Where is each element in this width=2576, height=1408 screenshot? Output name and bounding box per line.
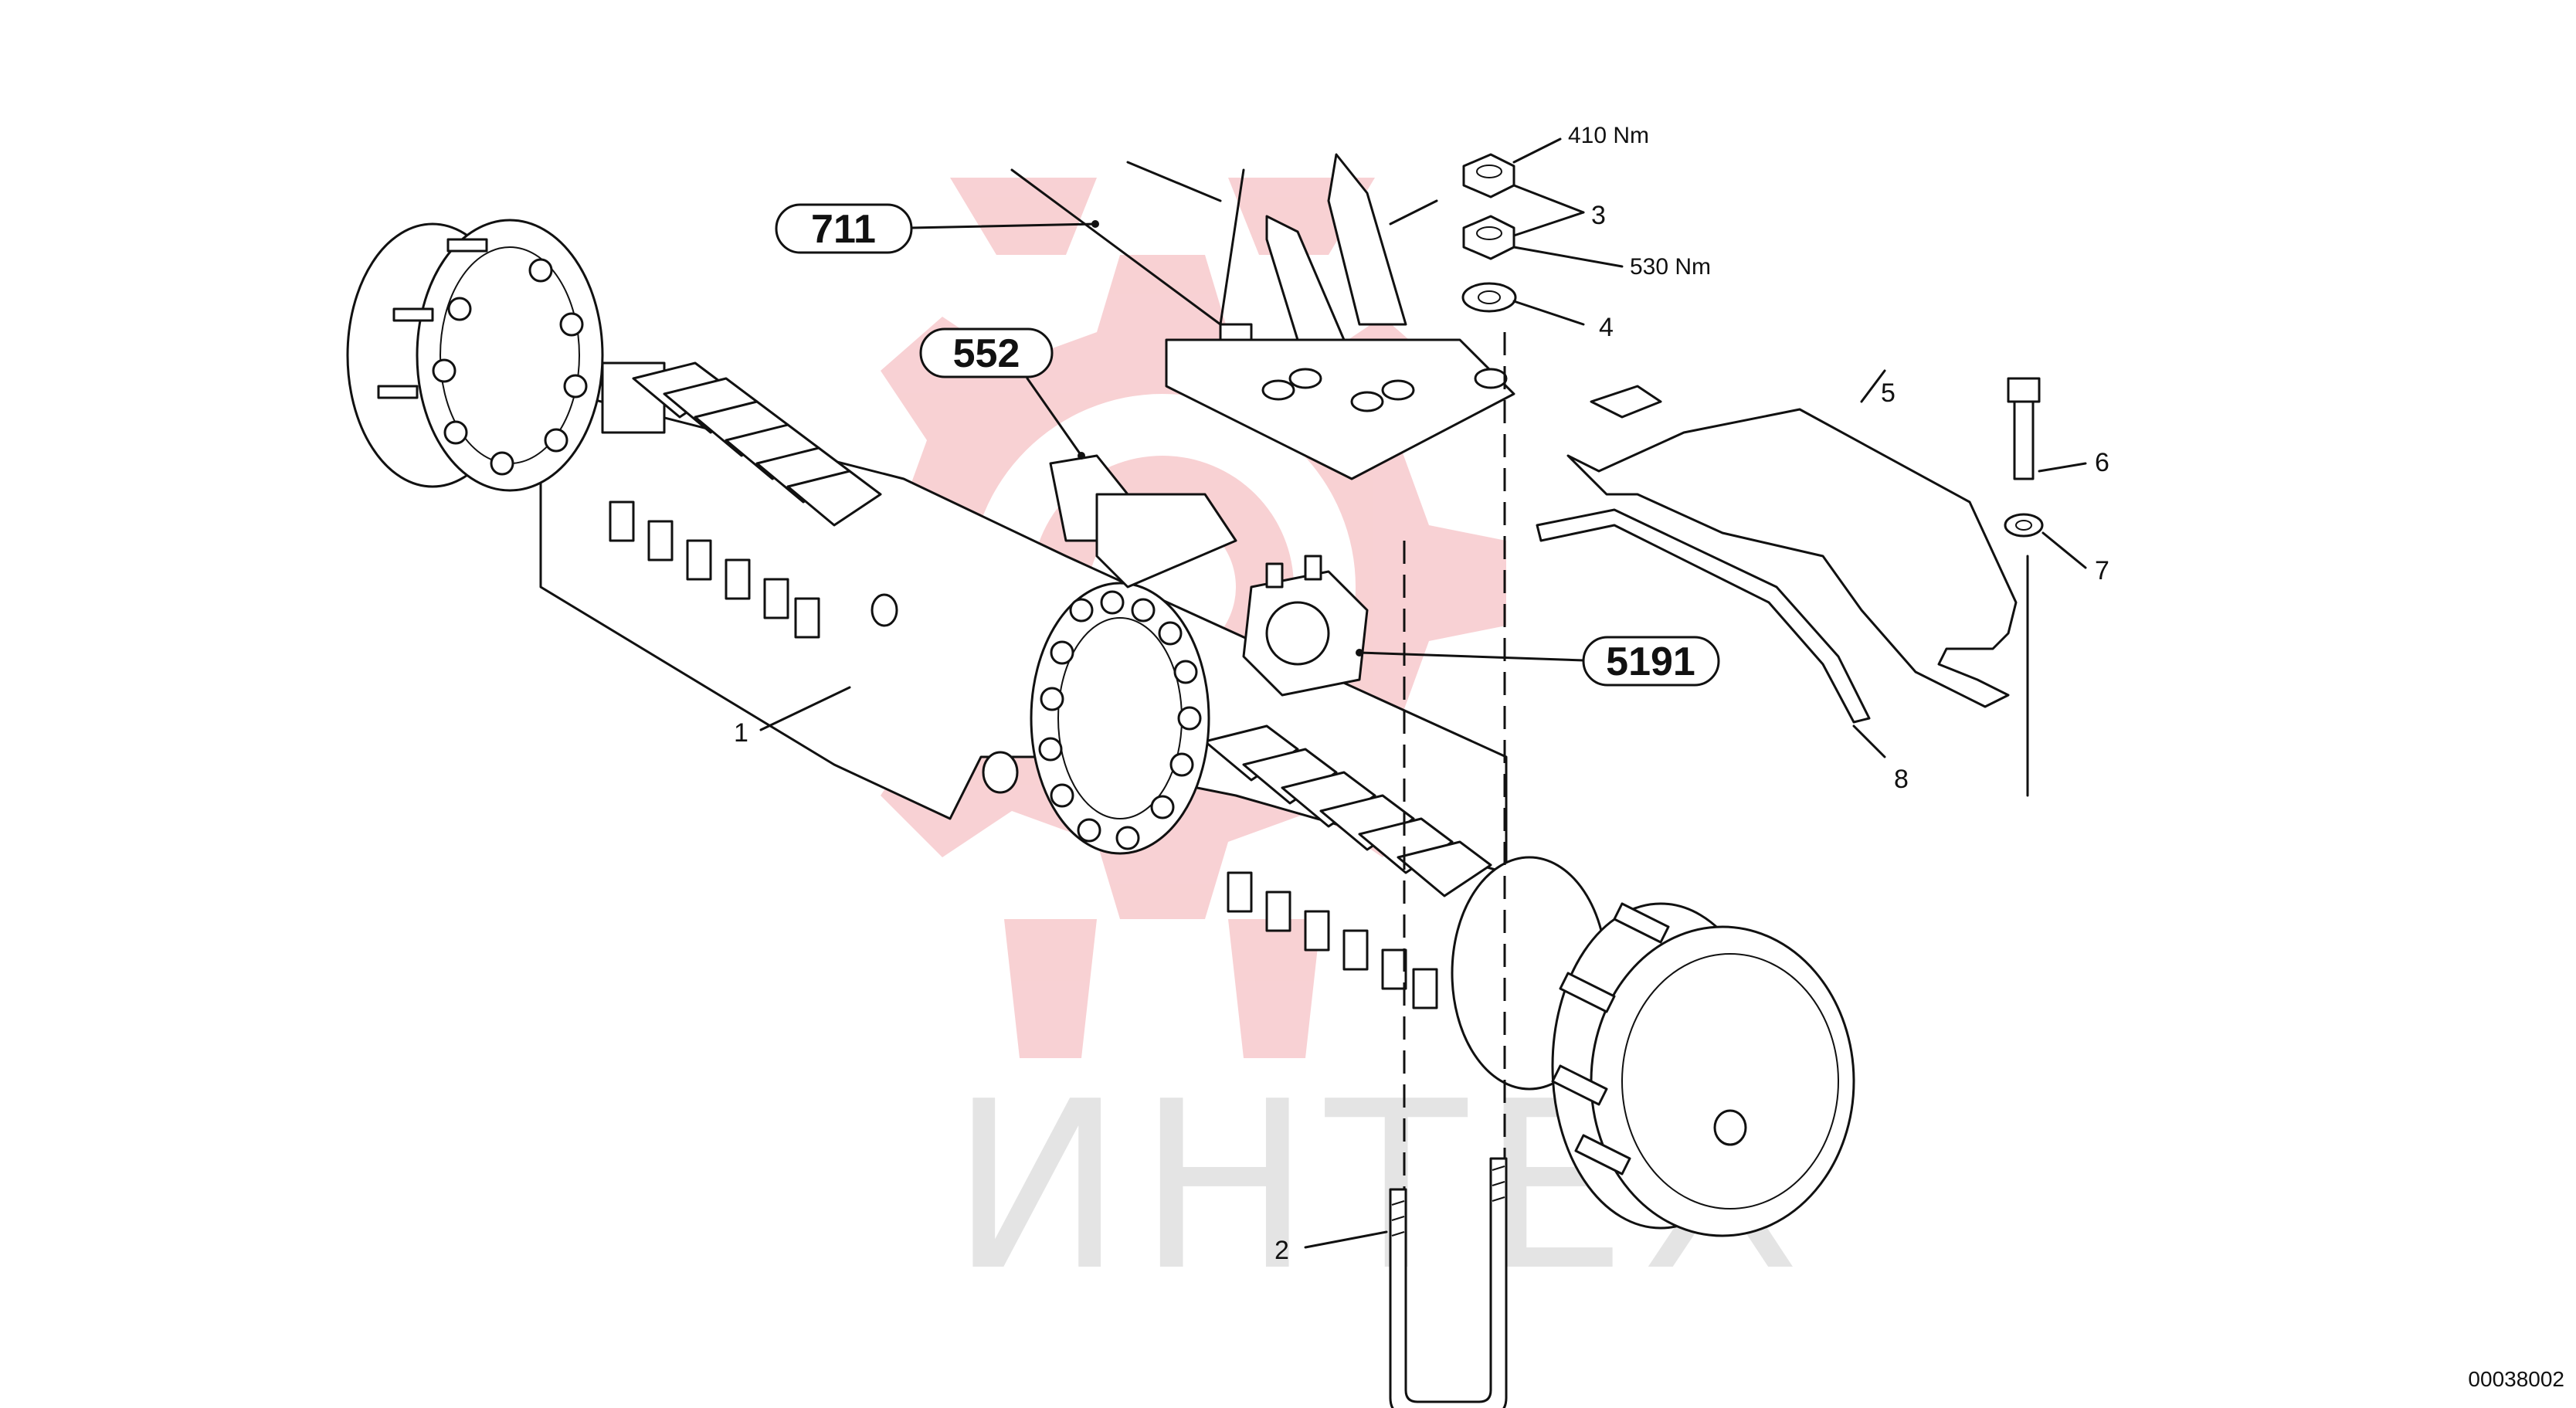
callout-552: 552 xyxy=(919,327,1054,378)
right-wheel-hub xyxy=(1451,856,1855,1237)
svg-text:5191: 5191 xyxy=(1606,640,1695,684)
label-5: 5 xyxy=(1881,378,1896,408)
callout-711: 711 xyxy=(775,203,913,254)
torque-530: 530 Nm xyxy=(1630,254,1711,280)
bolt-6 xyxy=(2007,377,2041,480)
strip-8 xyxy=(1536,508,1871,724)
label-4: 4 xyxy=(1599,313,1614,342)
label-3: 3 xyxy=(1591,201,1606,230)
leader-lines xyxy=(759,137,2087,1249)
washer-7 xyxy=(2004,513,2044,538)
plate-5 xyxy=(1566,385,2018,708)
mounting-bracket xyxy=(1010,153,1515,480)
svg-text:552: 552 xyxy=(953,331,1020,376)
torque-410: 410 Nm xyxy=(1568,123,1649,148)
svg-text:711: 711 xyxy=(811,207,876,252)
right-beam-fins xyxy=(1203,724,1492,1009)
diff-bolts xyxy=(1038,590,1202,850)
label-8: 8 xyxy=(1894,765,1909,794)
label-2: 2 xyxy=(1274,1236,1289,1265)
u-bolt-2 xyxy=(1389,1157,1508,1408)
label-6: 6 xyxy=(2095,448,2109,477)
left-beam-fins xyxy=(601,361,882,639)
label-7: 7 xyxy=(2095,556,2109,585)
callout-5191: 5191 xyxy=(1582,636,1720,687)
axle-housing xyxy=(539,361,1508,1009)
drawing-code: 00038002 xyxy=(2468,1367,2564,1391)
label-1: 1 xyxy=(734,718,748,748)
left-wheel-hub xyxy=(346,219,604,492)
nuts-washer xyxy=(1461,153,1517,313)
